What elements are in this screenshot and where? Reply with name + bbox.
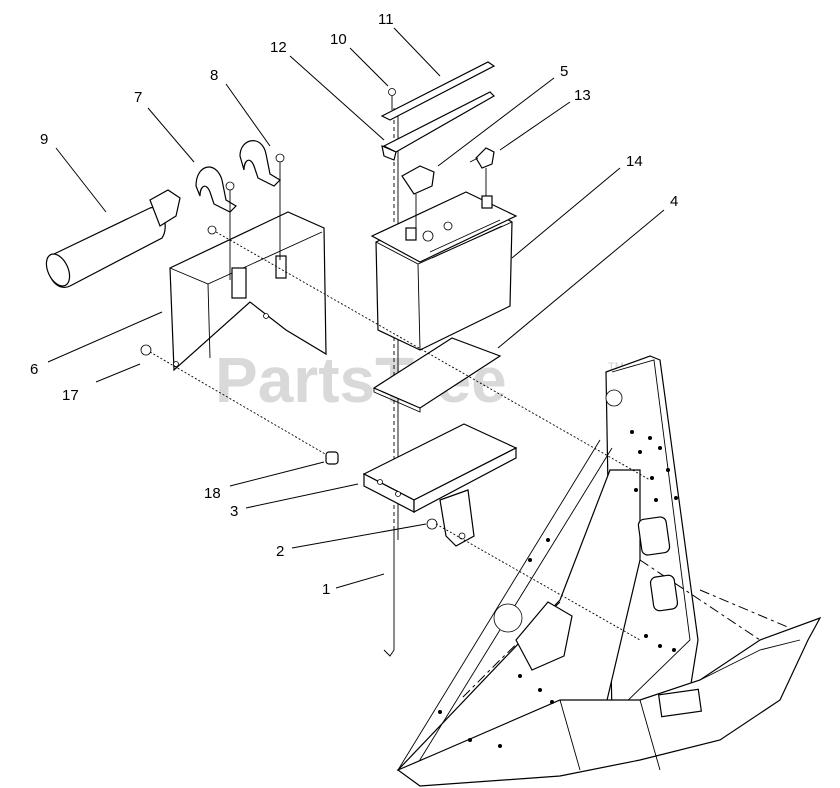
callout-label: 1 xyxy=(322,581,330,598)
battery-tray xyxy=(362,423,518,513)
callout-label: 6 xyxy=(30,361,38,378)
shield xyxy=(169,211,327,372)
battery-cables xyxy=(401,147,495,228)
callout-label: 10 xyxy=(330,31,347,48)
tray-bracket xyxy=(426,489,641,641)
callouts: 1 2 3 4 5 6 7 8 xyxy=(30,11,678,598)
callout-label: 3 xyxy=(230,503,238,520)
callout-13: 13 xyxy=(499,87,591,151)
callout-14: 14 xyxy=(511,153,643,259)
callout-1: 1 xyxy=(322,573,385,598)
callout-10: 10 xyxy=(330,31,389,87)
callout-label: 7 xyxy=(134,89,142,106)
callout-9: 9 xyxy=(40,131,107,213)
grip xyxy=(45,189,181,288)
callout-label: 12 xyxy=(270,39,287,56)
callout-8: 8 xyxy=(210,67,271,147)
callout-label: 4 xyxy=(670,193,678,210)
battery xyxy=(370,191,518,351)
clamps xyxy=(195,140,285,280)
callout-label: 8 xyxy=(210,67,218,84)
callout-11: 11 xyxy=(378,11,441,77)
callout-label: 13 xyxy=(574,87,591,104)
callout-label: 2 xyxy=(276,543,284,560)
callout-4: 4 xyxy=(497,193,678,349)
callout-12: 12 xyxy=(270,39,385,141)
callout-18: 18 xyxy=(204,461,325,502)
hold-down-strap xyxy=(380,61,496,161)
callout-label: 18 xyxy=(204,485,221,502)
battery-pad xyxy=(372,337,502,413)
callout-label: 17 xyxy=(62,387,79,404)
callout-17: 17 xyxy=(62,363,141,404)
callout-label: 11 xyxy=(378,11,394,28)
fasteners xyxy=(140,225,651,481)
callout-6: 6 xyxy=(30,311,163,378)
callout-label: 14 xyxy=(626,153,643,170)
callout-label: 5 xyxy=(560,63,568,80)
callout-2: 2 xyxy=(276,523,427,560)
callout-5: 5 xyxy=(437,63,568,167)
callout-label: 9 xyxy=(40,131,48,148)
frame-assembly xyxy=(396,355,822,787)
callout-3: 3 xyxy=(230,483,359,520)
callout-7: 7 xyxy=(134,89,195,163)
frame-holes xyxy=(438,430,678,748)
